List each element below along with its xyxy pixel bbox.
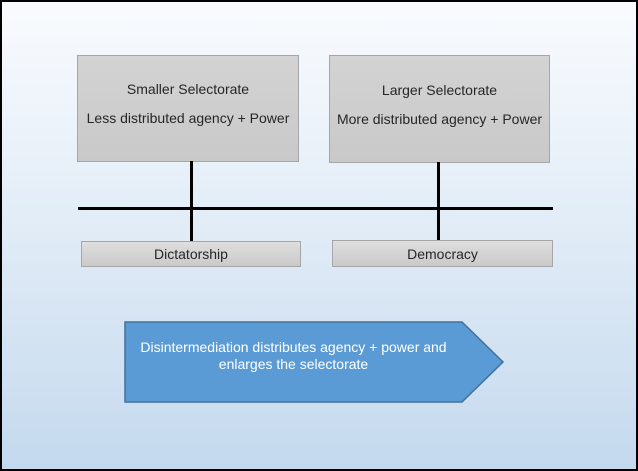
dictatorship-label: Dictatorship [154, 246, 228, 262]
disintermediation-arrow-label: Disintermediation distributes agency + p… [125, 322, 462, 402]
larger-selectorate-box: Larger Selectorate More distributed agen… [329, 55, 550, 163]
dictatorship-box: Dictatorship [81, 241, 301, 267]
arrow-label-line2: enlarges the selectorate [218, 356, 369, 372]
smaller-selectorate-box: Smaller Selectorate Less distributed age… [77, 55, 299, 162]
smaller-selectorate-subtitle: Less distributed agency + Power [86, 110, 290, 126]
spectrum-axis-line [78, 207, 553, 210]
democracy-label: Democracy [407, 245, 478, 262]
connector-line-right [437, 162, 440, 241]
larger-selectorate-subtitle: More distributed agency + Power [336, 110, 543, 127]
democracy-box: Democracy [332, 240, 553, 267]
right-arrow-pentagon [124, 321, 505, 403]
smaller-selectorate-title: Smaller Selectorate [126, 81, 250, 97]
connector-line-left [190, 161, 193, 241]
arrow-label-line1: Disintermediation distributes agency + p… [140, 339, 447, 355]
disintermediation-arrow-shape [124, 321, 505, 403]
larger-selectorate-title: Larger Selectorate [381, 81, 498, 98]
